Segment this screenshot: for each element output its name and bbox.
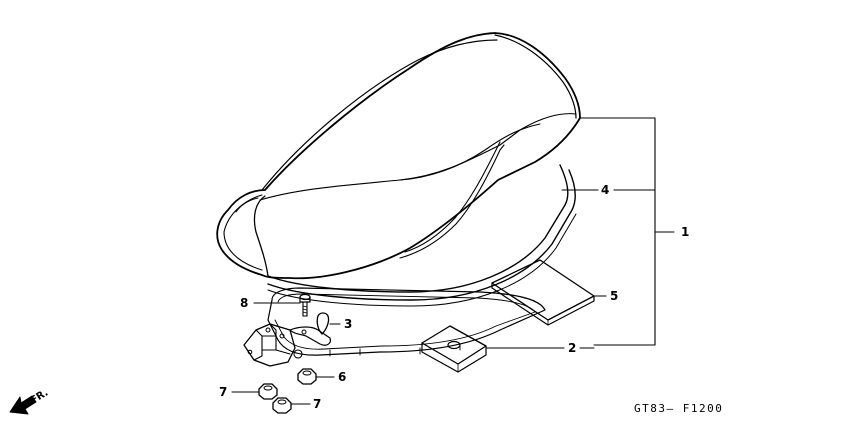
nut-part-7-lower <box>272 397 292 414</box>
bolt-part-8 <box>299 293 311 317</box>
figure-code: GT83– F1200 <box>634 402 723 415</box>
nut-part-7-upper <box>258 383 278 400</box>
cushion-part-2 <box>421 325 487 373</box>
seat-catch-hook <box>289 312 331 346</box>
callout-7-upper: 7 <box>219 385 227 399</box>
seat-body <box>216 32 581 280</box>
callout-4: 4 <box>601 183 609 197</box>
callout-5: 5 <box>610 289 618 303</box>
seat-trim-seal <box>267 164 577 307</box>
front-direction-arrow: FR. <box>9 387 51 415</box>
nut-part-6 <box>297 368 317 385</box>
callout-2: 2 <box>568 341 576 355</box>
callout-3: 3 <box>344 317 352 331</box>
callout-7-lower: 7 <box>313 397 321 411</box>
leader-lines <box>231 117 675 405</box>
seat-hinge-bracket <box>243 323 303 367</box>
callout-8: 8 <box>240 296 248 310</box>
callout-1: 1 <box>681 225 689 239</box>
front-direction-label: FR. <box>29 387 51 406</box>
callout-6: 6 <box>338 370 346 384</box>
